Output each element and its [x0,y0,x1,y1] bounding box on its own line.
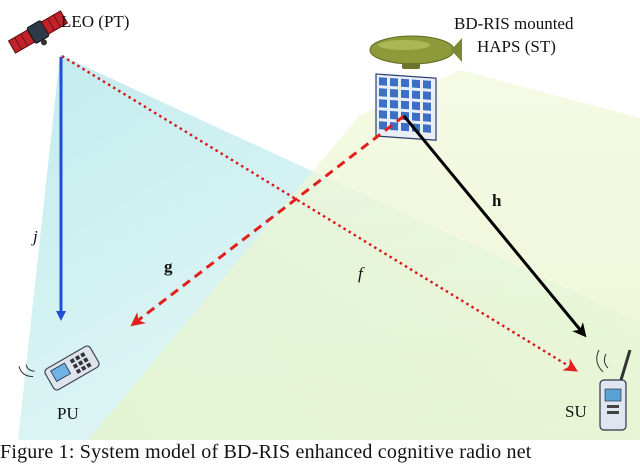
channel-h-label: h [492,191,502,210]
channel-g-label: g [164,257,173,276]
pu-label: PU [57,404,79,423]
haps-label-line1: BD-RIS mounted [454,14,574,33]
haps-coverage-beam [88,70,640,440]
link-g-arrow [130,114,405,327]
figure-caption: Figure 1: System model of BD-RIS enhance… [0,441,532,463]
airship-icon [369,35,462,69]
satellite-icon [7,10,69,54]
haps-label-line2: HAPS (ST) [477,37,556,56]
su-label: SU [565,402,587,421]
pu-handset-icon [18,345,100,391]
channel-j-label: j [33,227,38,246]
ris-panel-icon [375,73,437,141]
su-device-icon [596,349,632,431]
channel-f-label: f [358,264,363,283]
link-f-arrow [61,54,578,372]
leo-label: LEO (PT) [61,12,130,31]
link-h-arrow [402,115,587,338]
